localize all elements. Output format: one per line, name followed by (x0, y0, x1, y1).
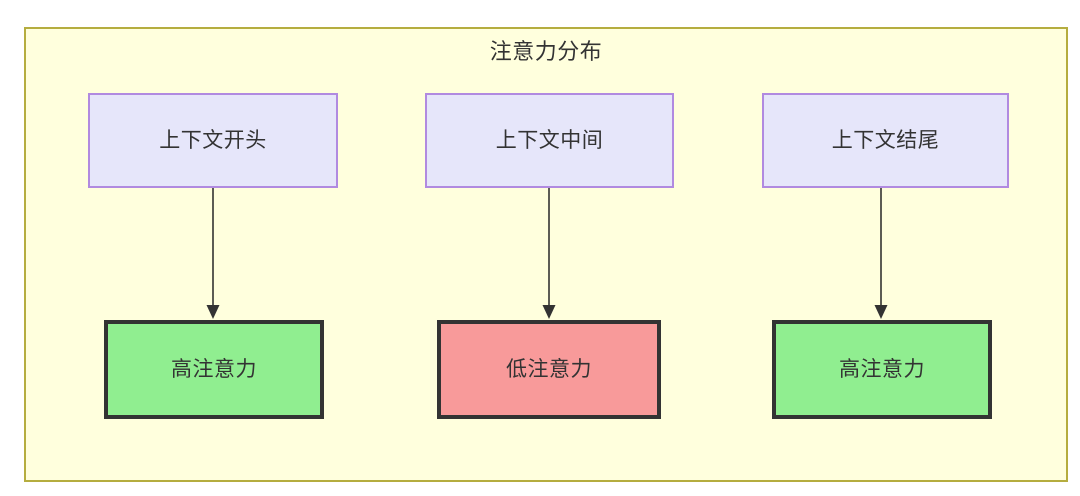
node-context-end-label: 上下文结尾 (831, 128, 940, 152)
node-attention-low-middle[interactable]: 低注意力 (437, 320, 661, 419)
node-attention-high-start[interactable]: 高注意力 (104, 320, 324, 419)
node-context-start[interactable]: 上下文开头 (88, 93, 338, 188)
node-attention-high-end[interactable]: 高注意力 (772, 320, 992, 419)
node-context-start-label: 上下文开头 (159, 128, 267, 152)
node-attention-low-middle-label: 低注意力 (506, 357, 592, 381)
node-attention-high-end-label: 高注意力 (839, 357, 925, 381)
node-context-middle-label: 上下文中间 (495, 128, 604, 152)
diagram-title: 注意力分布 (489, 39, 603, 64)
node-context-end[interactable]: 上下文结尾 (762, 93, 1009, 188)
node-context-middle[interactable]: 上下文中间 (425, 93, 674, 188)
node-attention-high-start-label: 高注意力 (171, 357, 257, 381)
